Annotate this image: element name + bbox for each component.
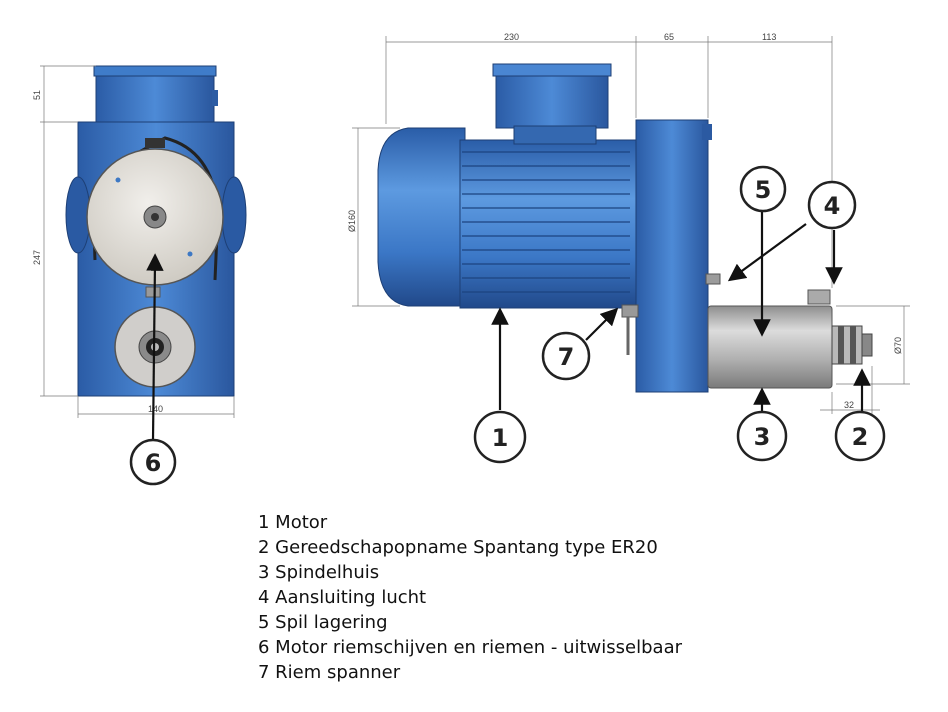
- front-view: 51 247 140: [32, 65, 247, 418]
- svg-text:7: 7: [558, 343, 575, 371]
- callout-3: 3: [736, 410, 788, 462]
- callout-2: 2: [834, 410, 886, 462]
- legend-item-spindle-bearing: 5 Spil lagering: [258, 612, 388, 633]
- svg-text:6: 6: [145, 449, 162, 477]
- svg-text:4: 4: [824, 192, 841, 220]
- dim-width-113: 113: [762, 32, 776, 42]
- technical-drawing: 51 247 140: [32, 32, 910, 486]
- side-view: 230 65 113 Ø160 Ø70 32: [347, 32, 910, 414]
- legend-item-pulleys-belts: 6 Motor riemschijven en riemen - uitwiss…: [258, 637, 683, 658]
- motor-body: [459, 139, 641, 309]
- motor-end-cap: [377, 127, 466, 307]
- collet-nut: [831, 325, 863, 365]
- callout-7: 7: [541, 331, 591, 381]
- parts-legend: 1 Motor 2 Gereedschapopname Spantang typ…: [258, 510, 682, 685]
- side-dimension-lines: [352, 36, 910, 414]
- legend-item-air-connection: 4 Aansluiting lucht: [258, 587, 427, 608]
- front-terminal-box: [95, 67, 215, 125]
- legend-item-motor: 1 Motor: [258, 512, 328, 533]
- svg-text:3: 3: [754, 423, 771, 451]
- callout-1: 1: [473, 410, 527, 464]
- dim-width-140: 140: [148, 404, 163, 414]
- callout-4: 4: [807, 180, 857, 230]
- spindle-housing: [707, 305, 833, 389]
- dim-diameter-70: Ø70: [893, 337, 903, 354]
- dim-height-51: 51: [32, 90, 42, 100]
- legend-item-spindle-housing: 3 Spindelhuis: [258, 562, 380, 583]
- dim-diameter-160: Ø160: [347, 210, 357, 232]
- belt-housing: [635, 119, 709, 393]
- callout-5: 5: [739, 165, 787, 213]
- callout-6: 6: [129, 438, 177, 486]
- callout-arrows: [146, 208, 871, 441]
- dim-length-32: 32: [844, 400, 854, 410]
- legend-item-belt-tensioner: 7 Riem spanner: [258, 662, 401, 683]
- svg-text:5: 5: [755, 176, 772, 204]
- svg-text:1: 1: [492, 424, 509, 452]
- dim-height-247: 247: [32, 250, 42, 265]
- dim-width-65: 65: [664, 32, 674, 42]
- legend-item-tool-holder: 2 Gereedschapopname Spantang type ER20: [258, 537, 658, 558]
- front-dimension-lines: [40, 65, 235, 418]
- dim-width-230: 230: [504, 32, 519, 42]
- svg-text:2: 2: [852, 423, 869, 451]
